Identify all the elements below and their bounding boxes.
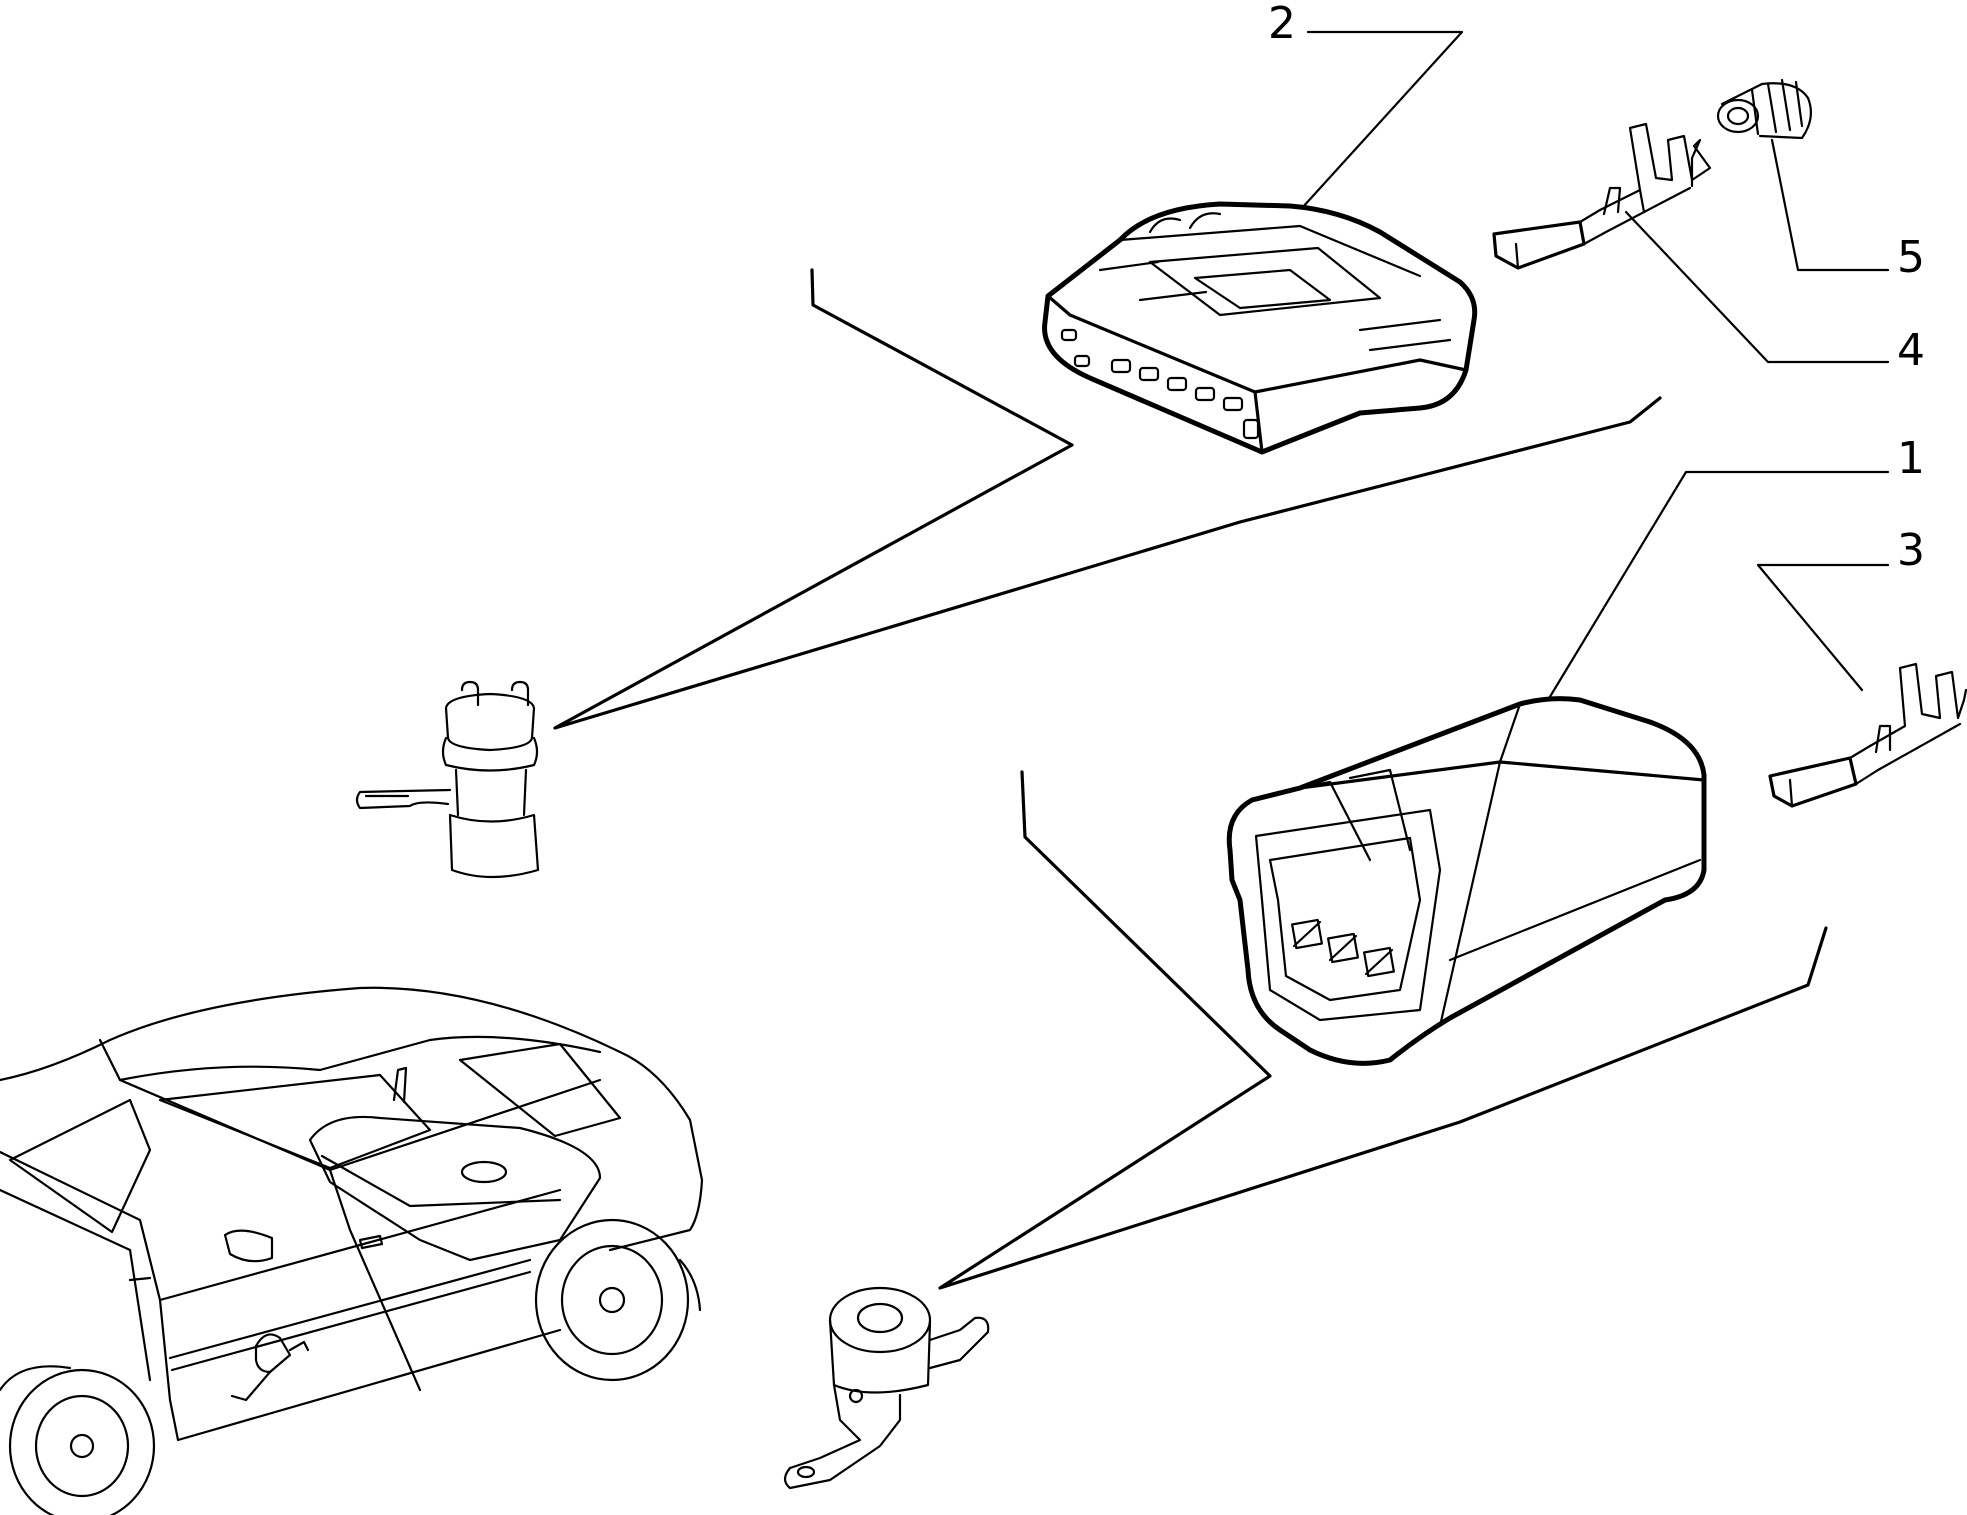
terminal-pin-upper-icon [1492,122,1712,270]
callout-label-5: 5 [1897,232,1925,283]
callout-label-4: 4 [1897,325,1925,376]
vehicle-outline-icon [0,986,704,1515]
callout-5: 5 [1770,138,1925,283]
seal-grommet-icon [1716,78,1813,140]
callout-label-2: 2 [1268,0,1296,49]
explode-lines-upper [553,268,1662,730]
fuel-pump-sender-icon [355,680,540,879]
callout-4: 4 [1624,210,1925,376]
callout-label-1: 1 [1897,433,1925,484]
callout-leader-5 [1770,138,1890,272]
explode-lines-lower [938,770,1828,1290]
callout-3: 3 [1756,525,1925,692]
terminal-pin-lower-icon [1768,662,1967,808]
callout-leader-4 [1624,210,1890,364]
callout-leader-1 [1546,470,1890,702]
callout-1: 1 [1546,433,1925,702]
callout-2: 2 [1268,0,1464,210]
callout-leader-2 [1300,30,1464,210]
callout-label-3: 3 [1897,525,1925,576]
connector-housing-large-icon [1042,201,1478,455]
connector-housing-3pin-icon [1226,696,1707,1066]
callout-leader-3 [1756,563,1890,692]
bracket-sensor-icon [783,1286,990,1490]
